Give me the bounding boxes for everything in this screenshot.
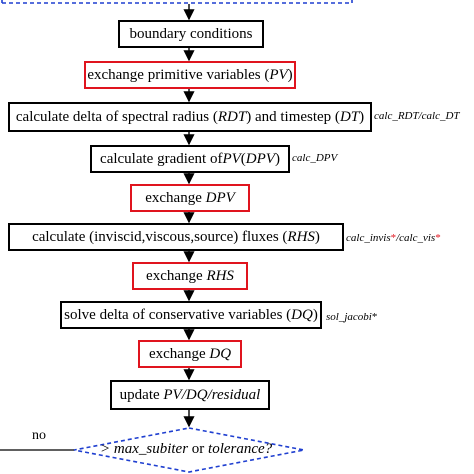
step-calc-gradient: calculate gradient of PV (DPV) (90, 145, 290, 173)
note-sol-jacobi: sol_jacobi* (326, 311, 378, 323)
step-label: boundary conditions (129, 25, 253, 42)
step-exchange-pv: exchange primitive variables (PV) (84, 61, 296, 89)
step-solve-dq: solve delta of conservative variables (D… (60, 301, 322, 329)
decision-diamond (73, 427, 305, 473)
note-calc-fluxes: calc_invis*/calc_vis* (346, 232, 441, 244)
step-exchange-dq: exchange DQ (138, 340, 242, 368)
step-exchange-dpv: exchange DPV (130, 184, 250, 212)
step-exchange-rhs: exchange RHS (132, 262, 248, 290)
no-label: no (32, 428, 46, 443)
decision-text: > max_subiter or tolerance? (100, 441, 273, 457)
note-calc-rdt: calc_RDT/calc_DT (374, 110, 460, 122)
step-calc-fluxes: calculate (inviscid,viscous,source) flux… (8, 223, 344, 251)
step-boundary-conditions: boundary conditions (118, 20, 264, 48)
step-update: update PV/DQ/residual (110, 380, 270, 410)
note-calc-dpv: calc_DPV (292, 152, 338, 164)
step-calc-rdt-dt: calculate delta of spectral radius (RDT)… (8, 102, 372, 132)
